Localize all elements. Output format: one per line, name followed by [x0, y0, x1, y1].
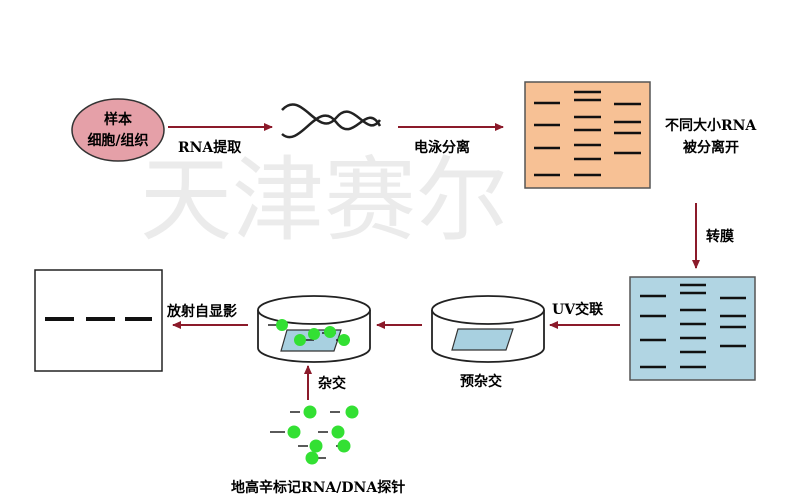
- membrane-bands: [640, 283, 746, 369]
- label-electrophoresis: 电泳分离: [414, 139, 470, 156]
- rna-strands-icon: [281, 103, 382, 139]
- watermark-text: 天津赛尔: [140, 147, 508, 254]
- probe-cluster: [270, 405, 359, 465]
- autorad-film: [34, 269, 163, 372]
- sample-label-line1: 样本: [104, 111, 133, 128]
- label-probe: 地高辛标记RNA/DNA探针: [231, 479, 405, 496]
- label-separated-line1: 不同大小RNA: [665, 117, 757, 134]
- label-transfer: 转膜: [706, 228, 734, 245]
- membrane: [629, 276, 756, 381]
- label-crosslink: UV交联: [552, 301, 604, 318]
- prehyb-dish: [431, 295, 545, 363]
- sample-label-line2: 细胞/组织: [87, 132, 148, 149]
- gel-bands: [534, 90, 641, 177]
- label-separated-line2: 被分离开: [683, 139, 739, 156]
- gel: [524, 81, 651, 189]
- sample-node: 样本 细胞/组织: [71, 98, 165, 162]
- prehyb-membrane-sheet: [451, 328, 514, 351]
- hyb-dish: [257, 295, 371, 363]
- label-rna-extract: RNA提取: [178, 140, 242, 156]
- label-autorad: 放射自显影: [166, 303, 237, 320]
- label-prehyb: 预杂交: [460, 373, 502, 390]
- probe-dots: [287, 405, 359, 465]
- label-hyb: 杂交: [318, 375, 346, 392]
- hyb-probe-dots: [276, 319, 350, 346]
